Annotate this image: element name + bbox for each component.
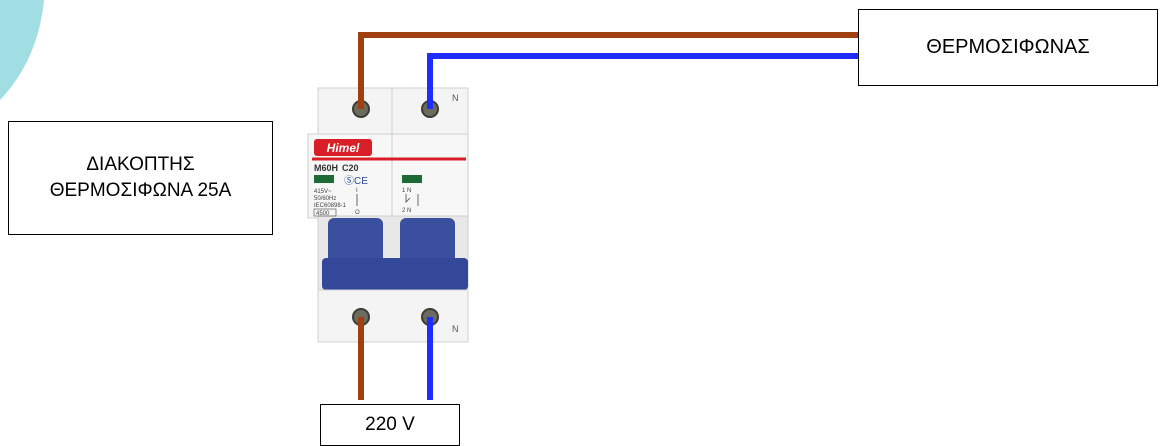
status-window-right bbox=[402, 175, 422, 183]
on-mark: I bbox=[356, 188, 358, 194]
cert-text: ⓈCE bbox=[344, 175, 368, 187]
model-text: M60H bbox=[314, 163, 338, 173]
water-heater-label: ΘΕΡΜΟΣΙΦΩΝΑΣ bbox=[926, 36, 1090, 58]
voltage-text: 415V~ bbox=[314, 189, 332, 195]
rating-text: C20 bbox=[342, 163, 359, 173]
neutral-mark-top: N bbox=[452, 93, 459, 103]
supply-voltage-box: 220 V bbox=[320, 404, 460, 446]
heater-switch-box: ΔΙΑΚΟΠΤΗΣ ΘΕΡΜΟΣΙΦΩΝΑ 25Α bbox=[8, 121, 273, 235]
pole-schematic bbox=[405, 194, 419, 206]
neutral-mark-bottom: N bbox=[452, 324, 459, 334]
circuit-breaker: Himel M60H C20 ⓈCE 415V~ 50/60Hz IEC6089… bbox=[307, 87, 469, 343]
capacity-box bbox=[313, 208, 337, 217]
heater-switch-label-line1: ΔΙΑΚΟΠΤΗΣ bbox=[86, 154, 195, 175]
breaker-handle-right bbox=[400, 218, 455, 266]
breaker-bottom-cover bbox=[317, 289, 469, 343]
breaker-handle-bar bbox=[322, 258, 468, 290]
breaker-handle-left bbox=[328, 218, 383, 266]
heater-switch-label-line2: ΘΕΡΜΟΣΙΦΩΝΑ 25Α bbox=[49, 180, 232, 201]
background-swirl bbox=[0, 0, 44, 100]
breaker-top-cover bbox=[317, 87, 469, 137]
pole-terminals-bottom: 2 N bbox=[402, 208, 411, 214]
phase-wire-top bbox=[358, 32, 858, 109]
pole-terminals-top: 1 N bbox=[402, 188, 411, 194]
brand-badge bbox=[314, 139, 372, 156]
supply-voltage-label: 220 V bbox=[365, 414, 415, 435]
capacity-text: 4500 bbox=[316, 211, 330, 217]
standard-text: IEC60898-1 bbox=[314, 203, 347, 209]
brand-text: Himel bbox=[327, 141, 360, 155]
off-mark: O bbox=[355, 210, 360, 216]
water-heater-box: ΘΕΡΜΟΣΙΦΩΝΑΣ bbox=[858, 9, 1158, 86]
neutral-wire-top bbox=[427, 53, 858, 109]
frequency-text: 50/60Hz bbox=[314, 196, 336, 202]
status-window-left bbox=[314, 175, 334, 183]
